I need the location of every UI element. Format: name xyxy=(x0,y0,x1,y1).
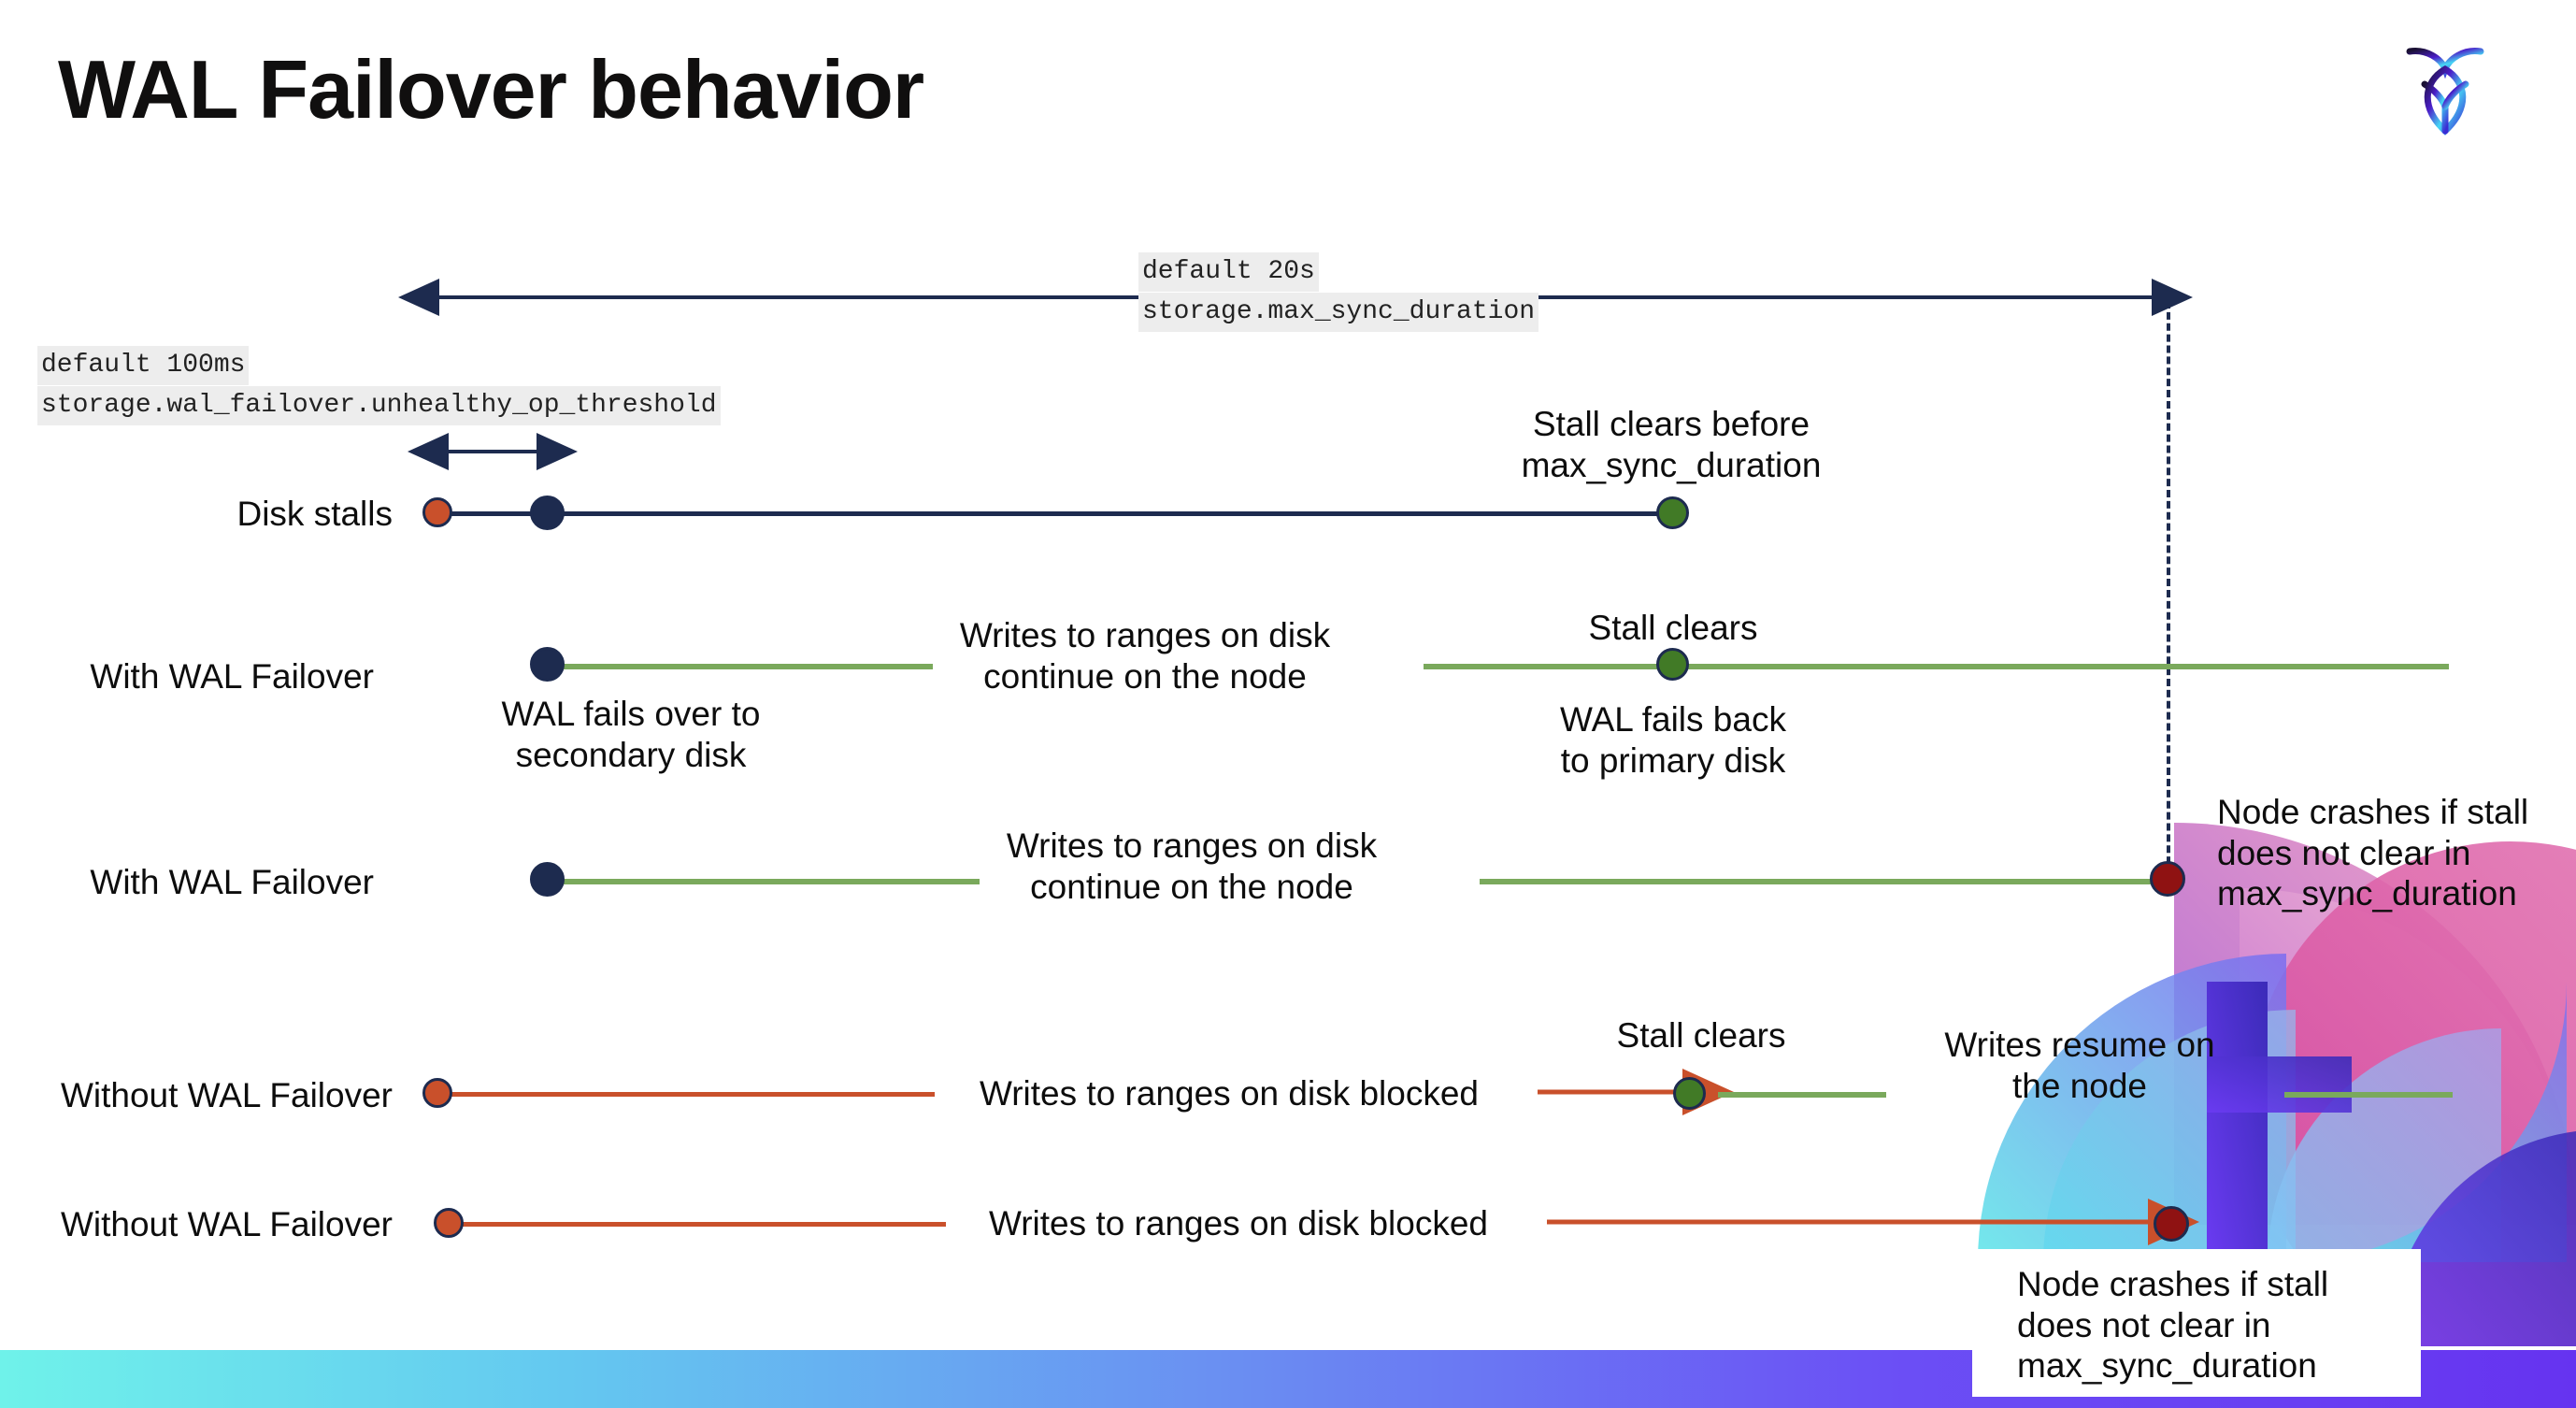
node-crash-callout-box xyxy=(1972,1249,2421,1397)
unhealthy-setting-chip: storage.wal_failover.unhealthy_op_thresh… xyxy=(37,386,721,425)
disk-stall-clear-dot xyxy=(1656,496,1689,529)
disk-stall-start-dot xyxy=(422,497,452,527)
with-failover-1-segment-a xyxy=(550,664,933,669)
cockroachdb-logo-icon xyxy=(2389,28,2501,140)
without-failover-1-blocked-a xyxy=(449,1092,935,1097)
row-label-disk-stalls: Disk stalls xyxy=(236,495,393,533)
with-failover-2-segment-a xyxy=(550,879,980,884)
without-failover-1-blocked-arrow xyxy=(1538,1069,1734,1115)
note-node-crashes-1: Node crashes if stall does not clear in … xyxy=(2217,793,2529,913)
row-label-without-wal-failover-1: Without WAL Failover xyxy=(60,1076,393,1114)
note-stall-clears-before-max-sync: Stall clears before max_sync_duration xyxy=(1521,405,1822,484)
note-writes-blocked-1: Writes to ranges on disk blocked xyxy=(979,1074,1480,1113)
note-wal-fails-over: WAL fails over to secondary disk xyxy=(501,695,761,774)
wal-stall-clear-dot-1 xyxy=(1656,648,1689,681)
without-failover-1-resume-a xyxy=(1718,1092,1886,1098)
without-failover-stall-start-dot-1 xyxy=(422,1078,452,1108)
wal-failover-start-dot-2 xyxy=(530,862,565,897)
disk-stall-threshold-dot xyxy=(530,496,565,530)
without-failover-stall-clear-dot xyxy=(1673,1077,1706,1110)
max-sync-dashed-guide xyxy=(2167,301,2170,875)
with-failover-1-segment-b xyxy=(1424,664,2449,669)
note-stall-clears-2: Stall clears xyxy=(1616,1016,1786,1055)
max-sync-setting-chip: storage.max_sync_duration xyxy=(1138,293,1539,332)
without-failover-1-resume-b xyxy=(2284,1092,2453,1098)
unhealthy-default-chip: default 100ms xyxy=(37,346,250,385)
row-label-with-wal-failover-2: With WAL Failover xyxy=(90,863,374,901)
max-sync-default-chip: default 20s xyxy=(1138,252,1319,292)
without-failover-2-blocked-a xyxy=(460,1222,946,1227)
note-writes-continue-2: Writes to ranges on disk continue on the… xyxy=(1006,826,1378,906)
note-writes-continue-1: Writes to ranges on disk continue on the… xyxy=(959,616,1331,696)
without-failover-2-blocked-arrow xyxy=(1547,1199,2199,1245)
unhealthy-threshold-span-arrow xyxy=(408,433,578,470)
note-stall-clears-1: Stall clears xyxy=(1588,609,1758,647)
note-writes-blocked-2: Writes to ranges on disk blocked xyxy=(988,1204,1489,1243)
note-writes-resume: Writes resume on the node xyxy=(1944,1026,2215,1105)
disk-stalls-timeline xyxy=(439,511,1682,516)
page-title: WAL Failover behavior xyxy=(58,43,924,136)
note-wal-fails-back: WAL fails back to primary disk xyxy=(1560,700,1786,780)
note-node-crashes-2: Node crashes if stall does not clear in … xyxy=(2017,1265,2329,1386)
node-crash-dot-1 xyxy=(2150,861,2185,897)
row-label-with-wal-failover-1: With WAL Failover xyxy=(90,657,374,696)
without-failover-stall-start-dot-2 xyxy=(434,1208,464,1238)
node-crash-dot-2 xyxy=(2154,1206,2189,1242)
wal-failover-start-dot-1 xyxy=(530,647,565,682)
with-failover-2-segment-b xyxy=(1480,879,2171,884)
row-label-without-wal-failover-2: Without WAL Failover xyxy=(60,1205,393,1243)
